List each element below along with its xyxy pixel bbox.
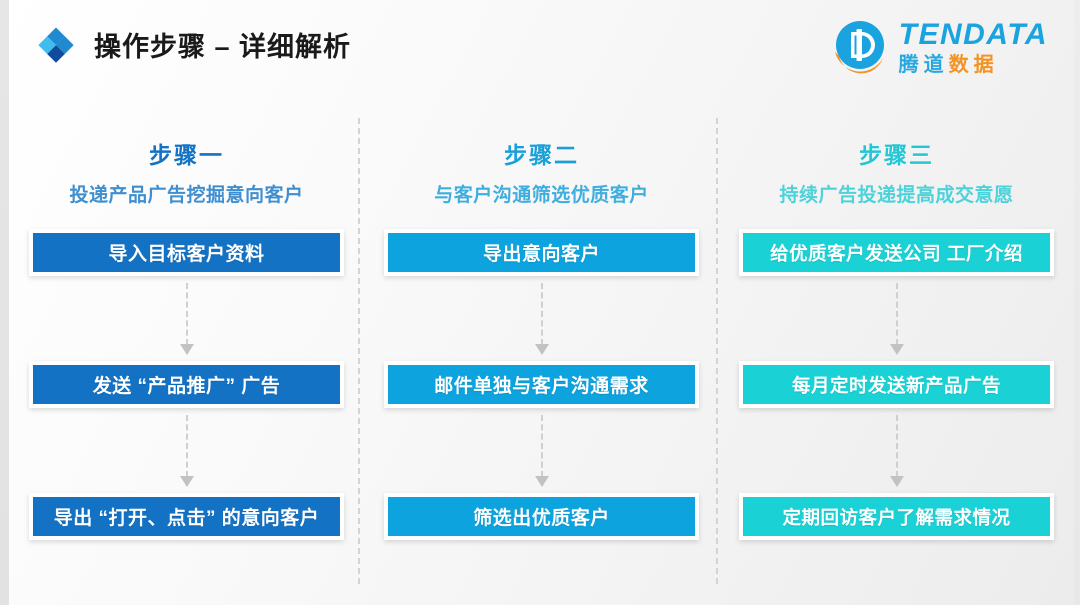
- arrow-stem: [540, 282, 543, 345]
- step-1-box-2[interactable]: 发送 “产品推广” 广告: [29, 361, 344, 408]
- step-1-title: 步骤一: [149, 142, 224, 168]
- step-column-1: 步骤一 投递产品广告挖掘意向客户 导入目标客户资料 发送 “产品推广” 广告 导…: [9, 118, 364, 588]
- tendata-logo-chinese-orange: 数据: [948, 53, 999, 76]
- slide-left-edge: [0, 0, 9, 605]
- arrow-down-icon: [179, 343, 194, 355]
- step-1-arrow-1: [178, 276, 196, 361]
- arrow-down-icon: [534, 475, 549, 487]
- step-3-title: 步骤三: [859, 142, 934, 168]
- slide-right-edge: [1074, 0, 1080, 605]
- arrow-stem: [540, 414, 543, 477]
- step-column-3: 步骤三 持续广告投递提高成交意愿 给优质客户发送公司 工厂介绍 每月定时发送新产…: [719, 118, 1074, 588]
- step-3-box-1[interactable]: 给优质客户发送公司 工厂介绍: [739, 229, 1054, 276]
- step-3-box-3[interactable]: 定期回访客户了解需求情况: [739, 493, 1054, 540]
- step-1-box-3[interactable]: 导出 “打开、点击” 的意向客户: [29, 493, 344, 540]
- arrow-stem: [185, 414, 188, 477]
- column-divider-2: [716, 118, 718, 584]
- step-1-arrow-2: [178, 408, 196, 493]
- step-2-title: 步骤二: [504, 142, 579, 168]
- column-divider-1: [358, 118, 360, 584]
- diamond-cluster-icon: [36, 24, 76, 64]
- step-2-box-2[interactable]: 邮件单独与客户沟通需求: [384, 361, 699, 408]
- arrow-stem: [185, 282, 188, 345]
- step-2-subtitle: 与客户沟通筛选优质客户: [434, 185, 649, 206]
- step-3-arrow-2: [888, 408, 906, 493]
- step-2-arrow-2: [533, 408, 551, 493]
- tendata-logo-chinese: 腾道 数据: [899, 55, 1048, 75]
- tendata-logo-chinese-blue: 腾道: [898, 53, 949, 76]
- step-2-box-1[interactable]: 导出意向客户: [384, 229, 699, 276]
- arrow-down-icon: [179, 475, 194, 487]
- step-2-box-3[interactable]: 筛选出优质客户: [384, 493, 699, 540]
- step-3-box-2[interactable]: 每月定时发送新产品广告: [739, 361, 1054, 408]
- step-2-arrow-1: [533, 276, 551, 361]
- slide-header: 操作步骤 – 详细解析: [36, 24, 351, 64]
- page-title: 操作步骤 – 详细解析: [94, 31, 352, 62]
- step-1-box-1[interactable]: 导入目标客户资料: [29, 229, 344, 276]
- step-3-subtitle: 持续广告投递提高成交意愿: [779, 185, 1014, 206]
- tendata-d-circle-logo-icon: [829, 16, 891, 78]
- arrow-stem: [895, 414, 898, 477]
- step-3-arrow-1: [888, 276, 906, 361]
- tendata-logo-english: TENDATA: [898, 17, 1048, 51]
- arrow-stem: [895, 282, 898, 345]
- tendata-logo: TENDATA 腾道 数据: [829, 16, 1048, 78]
- arrow-down-icon: [889, 475, 904, 487]
- step-1-subtitle: 投递产品广告挖掘意向客户: [69, 185, 304, 206]
- arrow-down-icon: [534, 343, 549, 355]
- arrow-down-icon: [889, 343, 904, 355]
- tendata-logo-text: TENDATA 腾道 数据: [898, 17, 1048, 75]
- step-column-2: 步骤二 与客户沟通筛选优质客户 导出意向客户 邮件单独与客户沟通需求 筛选出优质…: [364, 118, 719, 588]
- steps-container: 步骤一 投递产品广告挖掘意向客户 导入目标客户资料 发送 “产品推广” 广告 导…: [9, 118, 1074, 588]
